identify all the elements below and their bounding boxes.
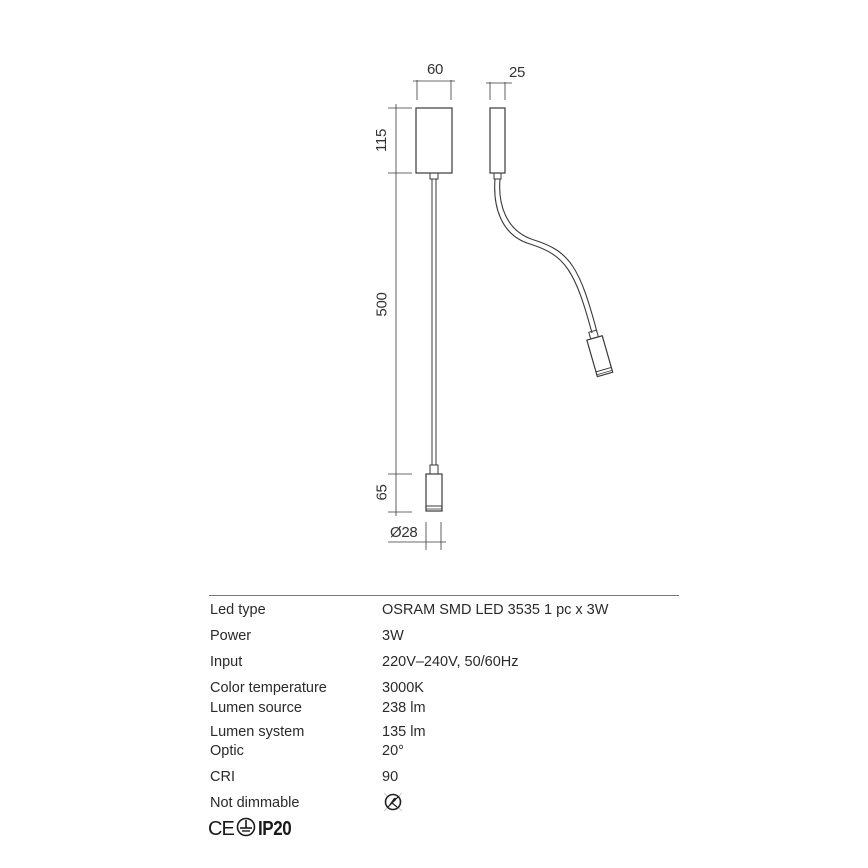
spec-value: 220V–240V, 50/60Hz xyxy=(382,654,519,670)
spec-label: Not dimmable xyxy=(210,795,300,811)
technical-drawing: 60 25 115 500 65 Ø28 xyxy=(373,61,614,550)
not-dimmable-icon xyxy=(382,791,404,813)
dim-arm-length-label: 500 xyxy=(373,292,391,317)
spec-value: 3W xyxy=(382,628,404,644)
spec-value: OSRAM SMD LED 3535 1 pc x 3W xyxy=(382,602,609,618)
dim-head-length-label: 65 xyxy=(373,484,391,501)
ip-rating: IP20 xyxy=(257,818,292,840)
lamp-head-front xyxy=(425,473,443,512)
dim-box-height-label: 115 xyxy=(373,128,391,153)
spec-value: 238 lm xyxy=(382,700,426,716)
spec-label: CRI xyxy=(210,769,235,785)
spec-value: 135 lm xyxy=(382,724,426,740)
ce-mark: CE xyxy=(208,818,235,840)
spec-label: Color temperature xyxy=(210,680,327,696)
spec-value: 3000K xyxy=(382,680,424,696)
protective-earth-icon xyxy=(236,817,256,842)
spec-label: Power xyxy=(210,628,252,644)
spec-divider xyxy=(209,595,679,596)
spec-value: 90 xyxy=(382,769,399,785)
wall-box-side xyxy=(489,107,506,174)
spec-label: Lumen system xyxy=(210,724,305,740)
spec-label: Lumen source xyxy=(210,700,302,716)
dim-width-label: 60 xyxy=(427,61,444,78)
spec-label: Led type xyxy=(210,602,266,618)
spec-label: Input xyxy=(210,654,243,670)
dimension-drawing-svg xyxy=(388,80,614,550)
spec-value: 20° xyxy=(382,743,404,759)
dim-head-diameter-label: Ø28 xyxy=(390,524,418,541)
dim-depth-label: 25 xyxy=(509,64,526,81)
spec-label: Optic xyxy=(210,743,244,759)
certification-marks: CE IP20 xyxy=(208,817,297,842)
lamp-head-side xyxy=(586,334,614,378)
wall-box-front xyxy=(415,107,453,174)
